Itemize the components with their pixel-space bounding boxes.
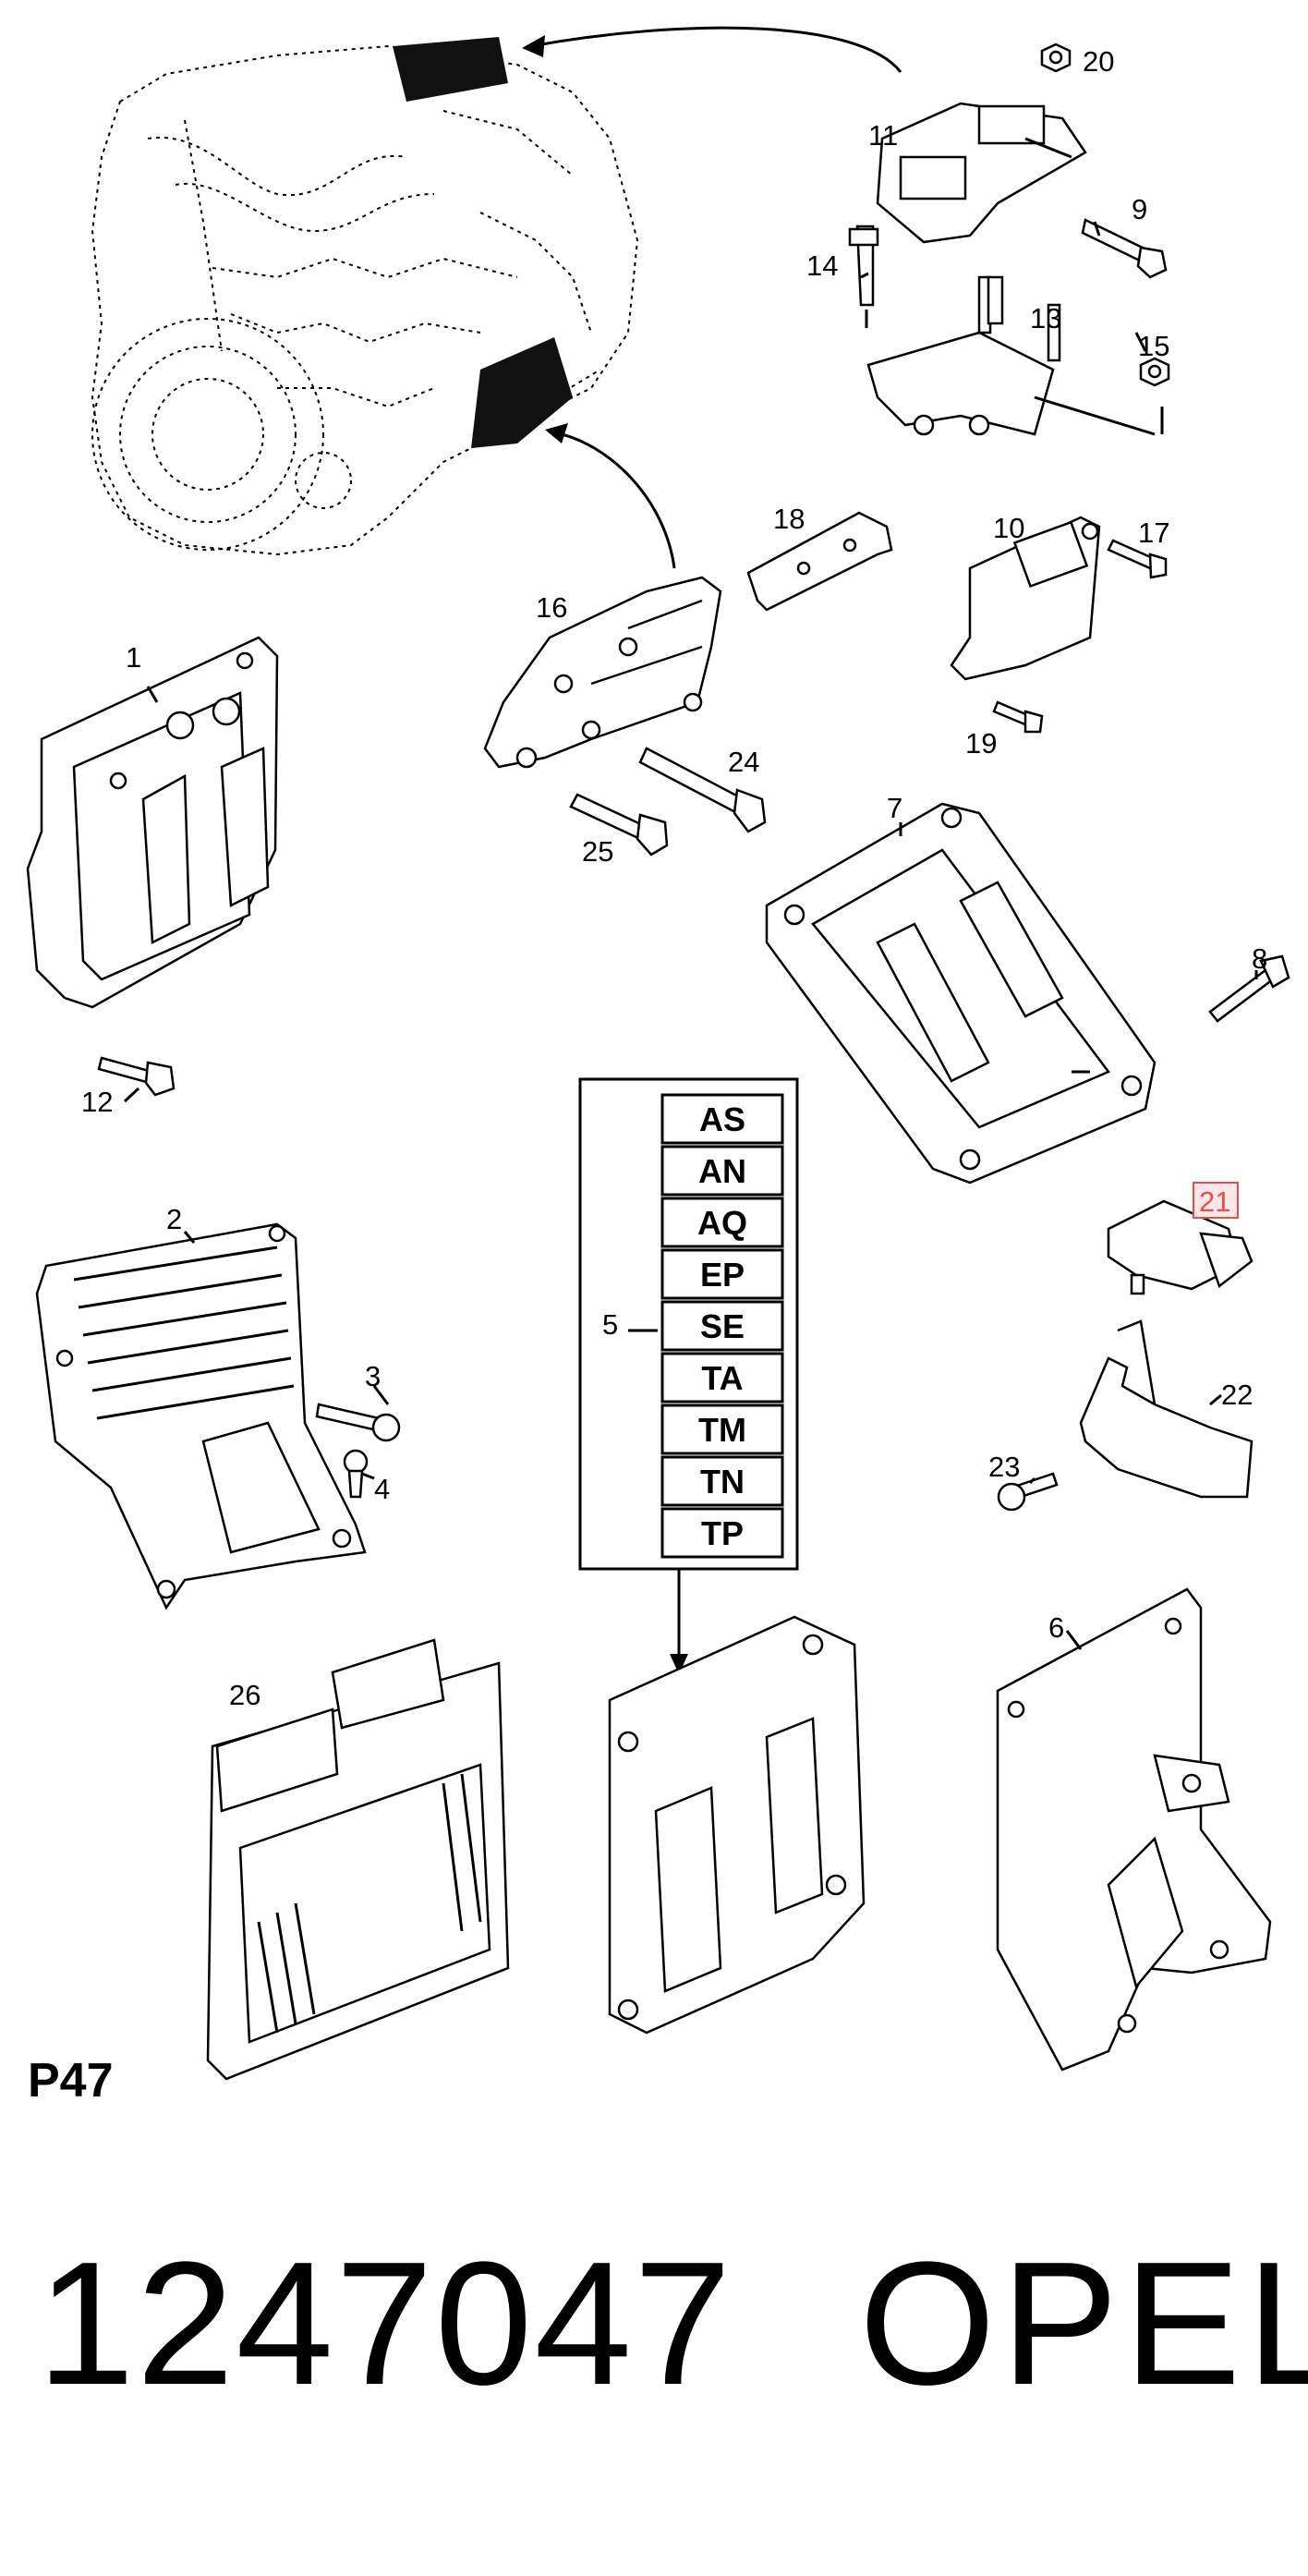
callout-2: 2 (166, 1203, 182, 1235)
variant-code: AN (698, 1152, 746, 1190)
part-26-ecu (206, 1638, 510, 2081)
callout-21-highlight (1193, 1182, 1239, 1219)
part-14-bolt (848, 225, 879, 328)
part-18-bracket (746, 511, 893, 612)
variant-cell: TA (660, 1352, 784, 1403)
variant-box (660, 1197, 784, 1248)
callout-11: 11 (868, 119, 898, 152)
callout-10: 10 (993, 512, 1024, 544)
part-25-bolt (569, 793, 669, 857)
variant-box (660, 1300, 784, 1352)
variant-cell: TN (660, 1455, 784, 1507)
callout-23: 23 (988, 1451, 1020, 1483)
part-11-ecu (876, 102, 1087, 244)
variant-box (660, 1455, 784, 1507)
variant-code: AS (699, 1100, 745, 1138)
part-23-bolt (997, 1472, 1059, 1512)
callout-12: 12 (81, 1086, 113, 1118)
part-17-bolt (1107, 539, 1168, 579)
variant-box (660, 1145, 784, 1197)
callout-numbers: 1 2 3 4 5 6 7 8 9 10 11 12 13 14 15 16 1… (81, 45, 1267, 1711)
callout-1: 1 (126, 641, 141, 674)
part-10-module (950, 516, 1101, 681)
variant-code: TP (701, 1514, 744, 1552)
callout-4: 4 (374, 1473, 390, 1505)
variant-code: TM (698, 1411, 746, 1449)
part-9-bolt (1081, 218, 1168, 279)
location-arrows (522, 26, 902, 569)
callout-7: 7 (887, 792, 902, 824)
part-8-bolt (1208, 954, 1290, 1023)
callout-17: 17 (1138, 516, 1169, 549)
part-5-ecu (608, 1615, 866, 2035)
part-20-nut (1040, 43, 1072, 73)
sheet-code: P47 (28, 2054, 114, 2108)
variant-cell: SE (660, 1300, 784, 1352)
callout-15: 15 (1138, 330, 1169, 362)
variant-code: AQ (697, 1204, 747, 1242)
callout-13: 13 (1030, 302, 1061, 334)
callout-22: 22 (1221, 1379, 1253, 1411)
variant-box (660, 1507, 784, 1559)
callout-9: 9 (1132, 193, 1147, 225)
part-3-bolt (315, 1403, 401, 1442)
part-12-bolt (97, 1056, 176, 1097)
part-22-bracket (1079, 1319, 1254, 1499)
callout-3: 3 (365, 1360, 381, 1392)
variant-cell: TP (660, 1507, 784, 1559)
part-21-sensor (1107, 1199, 1254, 1295)
part-4-screw (343, 1449, 369, 1499)
callout-5: 5 (602, 1308, 618, 1341)
callout-14: 14 (806, 249, 838, 282)
part-13-bracket (866, 275, 1156, 436)
variant-box (660, 1248, 784, 1300)
part-7-ecu (765, 802, 1157, 1185)
variant-cell: AS (660, 1093, 784, 1145)
part-16-bracket (483, 576, 722, 769)
variant-list: AS AN AQ EP SE TA TM TN TP (660, 1093, 784, 1559)
variant-cell: TM (660, 1403, 784, 1455)
callout-19: 19 (965, 727, 997, 759)
part-5-variant-group (578, 1077, 799, 1674)
variant-cell: EP (660, 1248, 784, 1300)
callout-16: 16 (536, 591, 567, 624)
variant-cell: AQ (660, 1197, 784, 1248)
callout-8: 8 (1252, 942, 1267, 975)
variant-box (660, 1352, 784, 1403)
callout-26: 26 (229, 1679, 260, 1711)
variant-box (660, 1093, 784, 1145)
variant-code: SE (700, 1307, 745, 1345)
callout-25: 25 (582, 835, 613, 868)
callout-24: 24 (728, 746, 759, 778)
part-19-bolt (992, 700, 1044, 734)
part-24-bolt (638, 747, 767, 833)
part-number: 1247047 (37, 2226, 733, 2422)
brand-name: OPEL (859, 2226, 1308, 2422)
part-6-bracket (996, 1587, 1272, 2072)
callout-20: 20 (1083, 45, 1114, 78)
engine-illustration (91, 37, 639, 556)
variant-code: TA (701, 1359, 743, 1397)
callout-6: 6 (1048, 1611, 1064, 1644)
variant-cell: AN (660, 1145, 784, 1197)
part-15-nut (1139, 357, 1170, 434)
variant-code: TN (700, 1463, 745, 1501)
callout-21: 21 (1199, 1185, 1230, 1218)
leader-lines (123, 221, 1258, 1650)
part-2-heatshield (35, 1222, 367, 1610)
part-1-ecu (26, 636, 279, 1009)
variant-code: EP (700, 1256, 745, 1294)
callout-18: 18 (773, 503, 805, 535)
variant-box (660, 1403, 784, 1455)
